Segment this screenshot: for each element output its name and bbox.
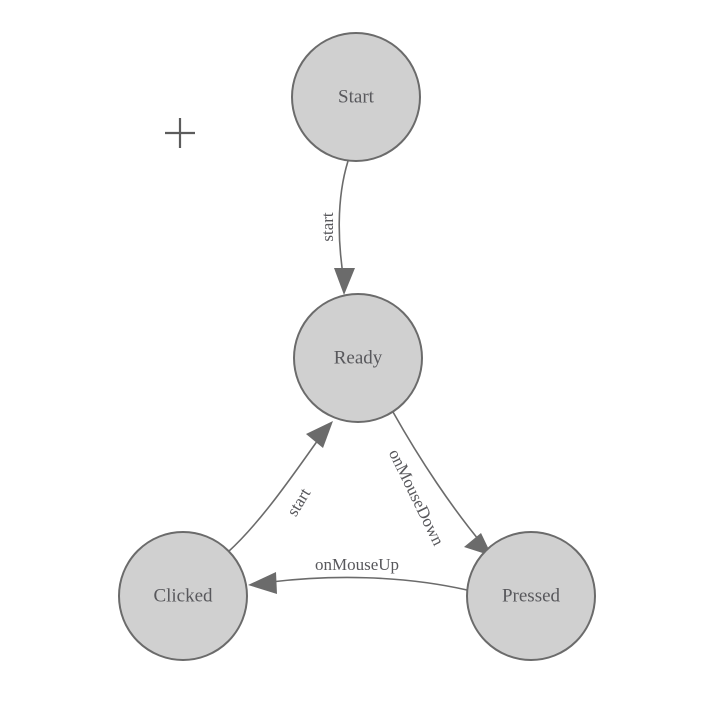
node-pressed-label: Pressed — [502, 585, 561, 606]
edge-pressed-to-clicked[interactable]: onMouseUp — [248, 555, 468, 594]
node-start-label: Start — [338, 86, 375, 107]
edge-ready-to-pressed[interactable]: onMouseDown — [385, 411, 492, 556]
node-ready-label: Ready — [334, 347, 383, 368]
node-start[interactable]: Start — [291, 32, 421, 162]
edge-start-to-ready-arrowhead — [334, 268, 355, 295]
edge-pressed-to-clicked-arrowhead — [248, 572, 277, 594]
edge-clicked-to-ready-arrowhead — [306, 421, 333, 448]
edge-label-start-to-ready: start — [318, 212, 337, 242]
node-start-circle[interactable] — [291, 32, 421, 162]
node-ready-circle[interactable] — [293, 293, 423, 423]
edge-clicked-to-ready-path — [227, 439, 319, 553]
node-ready[interactable]: Ready — [293, 293, 423, 423]
edge-label-pressed-to-clicked: onMouseUp — [315, 555, 399, 574]
node-clicked-circle[interactable] — [118, 531, 248, 661]
edge-clicked-to-ready[interactable]: start — [227, 421, 333, 553]
edge-start-to-ready[interactable]: start — [318, 160, 355, 295]
plus-marker-icon — [165, 118, 195, 148]
node-clicked-label: Clicked — [153, 585, 213, 606]
edge-pressed-to-clicked-path — [270, 576, 468, 591]
node-pressed-circle[interactable] — [466, 531, 596, 661]
node-clicked[interactable]: Clicked — [118, 531, 248, 661]
edge-label-clicked-to-ready: start — [283, 485, 315, 520]
node-pressed[interactable]: Pressed — [466, 531, 596, 661]
edge-ready-to-pressed-path — [392, 411, 484, 546]
edge-label-ready-to-pressed: onMouseDown — [385, 446, 448, 549]
edge-start-to-ready-path — [338, 160, 349, 282]
